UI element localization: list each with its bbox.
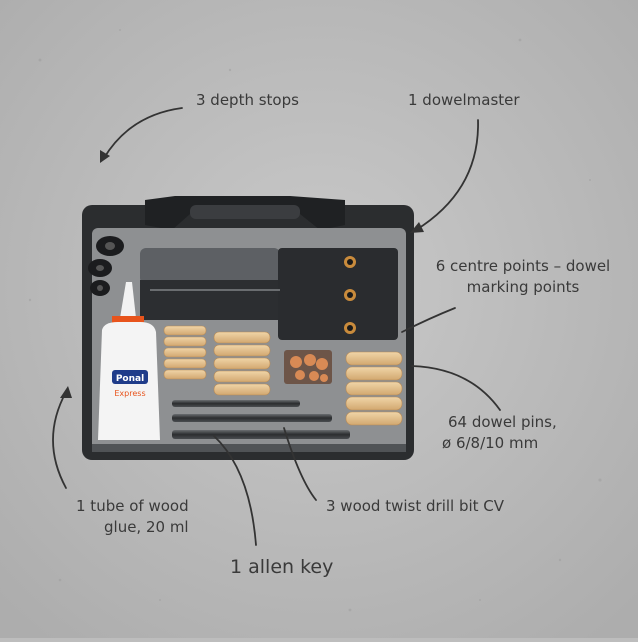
label-glue: 1 tube of wood glue, 20 ml xyxy=(76,496,189,538)
arrow-depth-stops xyxy=(103,107,183,159)
glue-brand-text: Ponal xyxy=(116,374,144,384)
depth-stops xyxy=(88,236,124,296)
arrow-drill-bits xyxy=(283,427,317,501)
label-centre-points: 6 centre points – dowel marking points xyxy=(414,256,632,298)
drill-bits xyxy=(172,400,350,439)
handle-grip xyxy=(190,205,300,219)
glue-variant-text: Express xyxy=(114,389,145,398)
arrowhead-depth-stops xyxy=(100,150,110,163)
dowelmaster-jig xyxy=(140,248,398,340)
label-allen-key: 1 allen key xyxy=(230,556,334,578)
label-centre-points-line2: marking points xyxy=(466,278,580,296)
concrete-speckles xyxy=(28,29,602,612)
label-drill-bits: 3 wood twist drill bit CV xyxy=(326,497,505,515)
label-depth-stops: 3 depth stops xyxy=(196,91,299,109)
label-dowel-pins-line2: ø 6/8/10 mm xyxy=(442,434,539,452)
arrow-allen-key xyxy=(213,435,257,546)
label-glue-line2: glue, 20 ml xyxy=(104,518,189,536)
label-centre-points-line1: 6 centre points – dowel xyxy=(435,257,611,275)
arrow-centre-points xyxy=(401,307,456,333)
label-dowelmaster: 1 dowelmaster xyxy=(408,91,520,109)
label-dowel-pins-line1: 64 dowel pins, xyxy=(448,413,557,431)
label-glue-line1: 1 tube of wood xyxy=(76,497,189,515)
dowel-pins-small xyxy=(163,325,207,380)
arrowhead-dowelmaster xyxy=(410,222,424,233)
centre-points xyxy=(284,350,332,384)
arrow-dowel-pins xyxy=(411,365,501,411)
dowel-pins-large xyxy=(345,351,403,426)
case-bottom-rail xyxy=(92,444,406,452)
label-dowel-pins: 64 dowel pins, ø 6/8/10 mm xyxy=(442,412,557,454)
arrow-dowelmaster xyxy=(415,119,479,231)
arrowhead-glue xyxy=(60,386,72,398)
dowel-pins-medium xyxy=(213,331,271,396)
arrow-glue xyxy=(52,391,67,489)
glue-bottle: Ponal Express xyxy=(98,282,160,440)
